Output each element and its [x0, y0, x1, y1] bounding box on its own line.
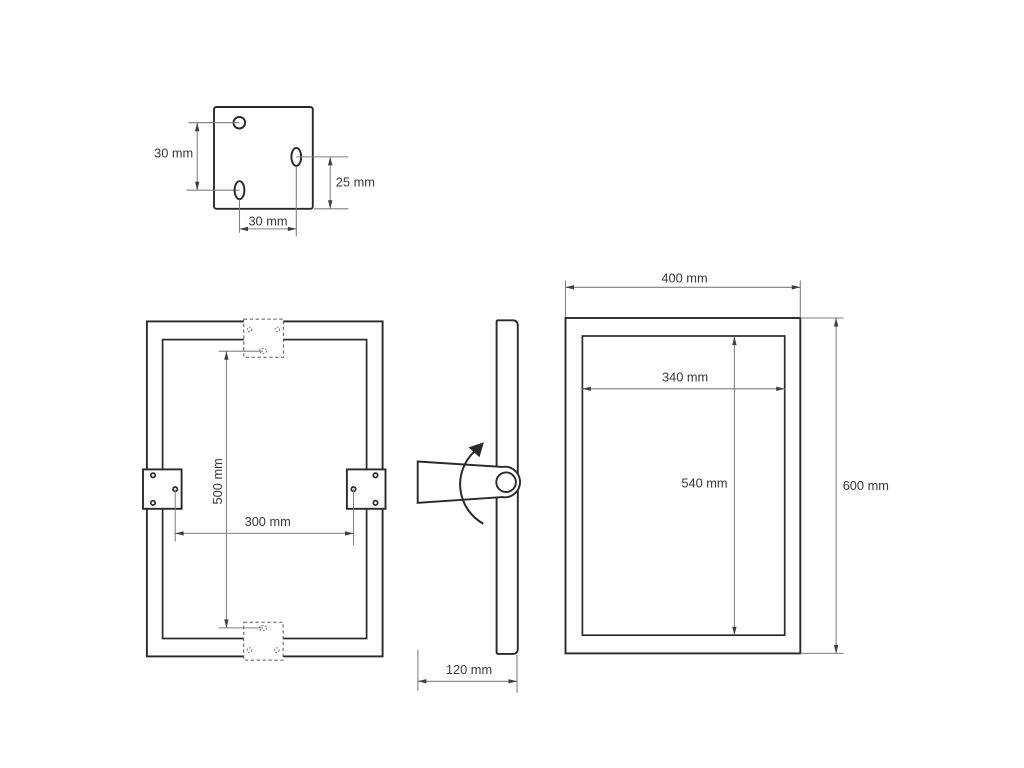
svg-text:540 mm: 540 mm [681, 475, 727, 490]
svg-text:300 mm: 300 mm [245, 514, 291, 529]
svg-text:30 mm: 30 mm [154, 145, 193, 160]
svg-text:600 mm: 600 mm [843, 478, 889, 493]
svg-text:500 mm: 500 mm [210, 458, 225, 504]
svg-text:30 mm: 30 mm [248, 213, 287, 228]
svg-text:340 mm: 340 mm [662, 370, 708, 385]
svg-text:120 mm: 120 mm [446, 662, 492, 677]
svg-text:25 mm: 25 mm [336, 175, 375, 190]
svg-text:400 mm: 400 mm [661, 271, 707, 286]
